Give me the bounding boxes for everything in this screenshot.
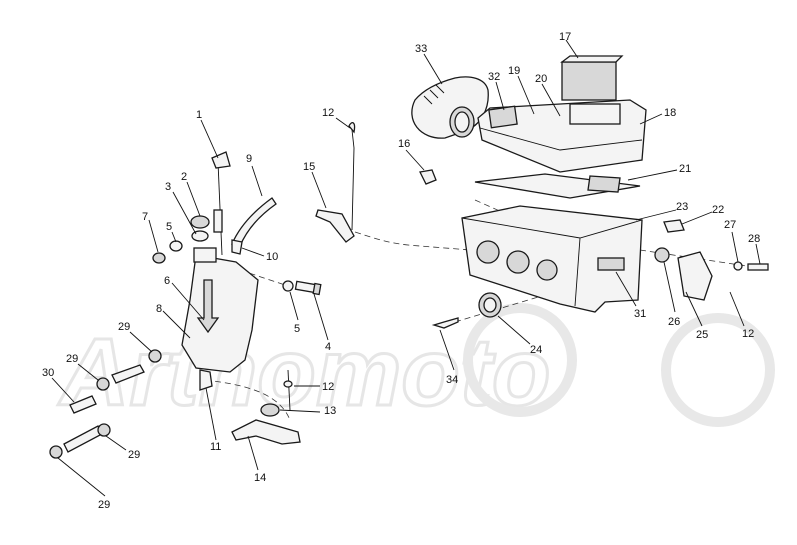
watermark-wheel-right bbox=[661, 313, 775, 427]
callout-25: 25 bbox=[696, 329, 708, 341]
cap-parts bbox=[152, 215, 210, 264]
watermark-wheel-left bbox=[463, 303, 577, 417]
callout-29-mid: 29 bbox=[66, 353, 78, 365]
callout-17: 17 bbox=[559, 31, 571, 43]
callout-19: 19 bbox=[508, 65, 520, 77]
callout-11: 11 bbox=[210, 441, 221, 453]
bolt-4 bbox=[282, 280, 322, 296]
callout-32: 32 bbox=[488, 71, 500, 83]
callout-23: 23 bbox=[676, 201, 688, 213]
callout-31: 31 bbox=[634, 308, 646, 320]
callout-15: 15 bbox=[303, 161, 315, 173]
callout-12-top: 12 bbox=[322, 107, 334, 119]
air-intake-hose bbox=[411, 76, 489, 139]
callouts: 1 2 3 4 5 5 6 7 8 9 10 11 12 12 12 13 14 bbox=[42, 31, 761, 511]
callout-27: 27 bbox=[724, 219, 736, 231]
callout-29-bottom: 29 bbox=[98, 499, 110, 511]
grommet-13 bbox=[260, 403, 280, 417]
callout-2: 2 bbox=[181, 171, 187, 183]
callout-20: 20 bbox=[535, 73, 547, 85]
callout-29-top: 29 bbox=[118, 321, 130, 333]
right-small-parts bbox=[431, 219, 769, 329]
clip-16 bbox=[419, 169, 437, 185]
callout-6: 6 bbox=[164, 275, 170, 287]
fitting-11 bbox=[199, 369, 213, 391]
callout-34: 34 bbox=[446, 374, 458, 386]
callout-21: 21 bbox=[679, 163, 691, 175]
vent-hose bbox=[231, 197, 277, 247]
callout-13: 13 bbox=[324, 405, 336, 417]
bracket-14 bbox=[231, 419, 301, 445]
callout-30: 30 bbox=[42, 367, 54, 379]
rod-12 bbox=[348, 121, 356, 231]
fitting-10 bbox=[231, 239, 243, 255]
foam-block bbox=[560, 55, 624, 101]
callout-1: 1 bbox=[196, 109, 202, 121]
bolt-12-lower bbox=[283, 369, 293, 411]
oil-tank bbox=[181, 247, 259, 373]
callout-4: 4 bbox=[325, 341, 331, 353]
callout-7: 7 bbox=[142, 211, 148, 223]
hose-assembly bbox=[49, 349, 162, 459]
watermark: Artnomoto bbox=[57, 303, 775, 428]
air-filter bbox=[474, 173, 641, 199]
callout-18: 18 bbox=[664, 107, 676, 119]
dipstick bbox=[211, 151, 231, 256]
callout-10: 10 bbox=[266, 251, 278, 263]
callout-29-right: 29 bbox=[128, 449, 140, 461]
callout-33: 33 bbox=[415, 43, 427, 55]
callout-3: 3 bbox=[165, 181, 171, 193]
callout-22: 22 bbox=[712, 204, 724, 216]
callout-26: 26 bbox=[668, 316, 680, 328]
air-box-cover bbox=[477, 99, 647, 173]
callout-12-mid: 12 bbox=[322, 381, 334, 393]
callout-16: 16 bbox=[398, 138, 410, 150]
callout-5-left: 5 bbox=[166, 221, 172, 233]
callout-9: 9 bbox=[246, 153, 252, 165]
air-box bbox=[461, 205, 643, 313]
bracket-15 bbox=[315, 209, 355, 243]
callout-14: 14 bbox=[254, 472, 266, 484]
callout-24: 24 bbox=[530, 344, 542, 356]
callout-28: 28 bbox=[748, 233, 760, 245]
callout-8: 8 bbox=[156, 303, 162, 315]
callout-5-right: 5 bbox=[294, 323, 300, 335]
callout-12-right: 12 bbox=[742, 328, 754, 340]
